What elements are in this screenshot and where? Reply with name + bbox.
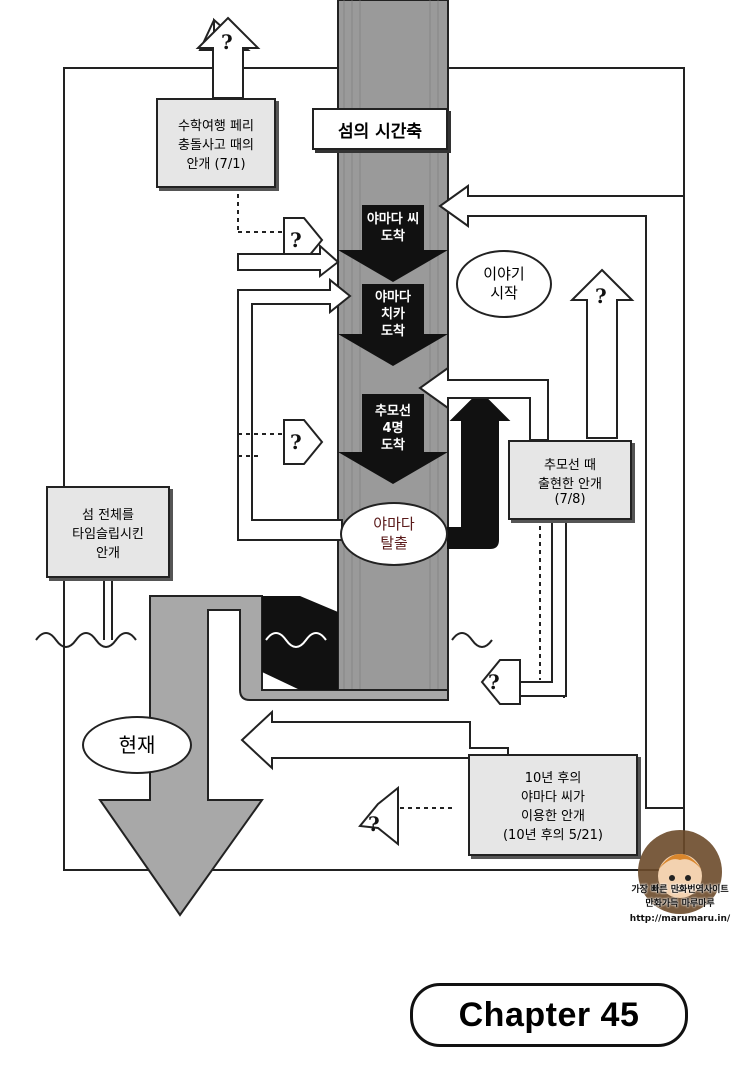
mascot-logo [638,830,722,914]
present-label: 현재 [118,732,156,757]
arrival-arrow-1 [338,205,448,282]
arrival-label-1-line2: 도착 [381,228,405,244]
question-mark-bottom: ? [368,812,380,836]
watermark-line2: 만화가득 마루마루 [645,899,715,909]
box-school-trip-line2: 충돌사고 때의 [178,137,254,153]
question-mark-route-2: ? [290,430,302,454]
story-start-ellipse: 이야기 시작 [456,250,552,318]
arrival-label-1-line1: 야마다 씨 [366,212,420,227]
arrival-label-2-line3: 도착 [381,323,405,339]
box-ten-years-fog: 10년 후의 야마다 씨가 이용한 안개 (10년 후의 5/21) [468,754,638,856]
site-watermark: 가장 빠른 만화번역사이트 만화가득 마루마루 http://marumaru.… [610,830,750,950]
box-ten-years-line1: 10년 후의 [524,771,582,786]
escape-line2: 탈출 [380,534,408,552]
arrival-label-2: 야마다 치카 도착 [356,290,430,341]
present-ellipse: 현재 [82,716,192,774]
escape-arrow [447,390,511,549]
box-memorial-line1: 추모선 때 [544,457,596,473]
question-mark-right-up: ? [595,284,607,308]
story-start-line1: 이야기 [483,265,525,284]
time-slip-wave-left [35,632,137,648]
box-timeslip-line1: 섬 전체를 [82,507,134,523]
box-island-timeslip-fog: 섬 전체를 타임슬립시킨 안개 [46,486,170,578]
arrival-label-1: 야마다 씨 도착 [356,212,430,246]
box-memorial-line3: (7/8) [554,491,586,507]
box-timeslip-line2: 타임슬립시킨 [72,526,144,542]
arrival-arrow-2 [338,284,448,366]
present-ribbon [98,595,449,917]
box-school-trip-line1: 수학여행 페리 [178,118,254,134]
escape-line1: 야마다 [373,515,415,534]
white-route-arrows [198,17,685,809]
box-ten-years-line2: 야마다 씨가 [521,790,585,805]
story-start-line2: 시작 [490,284,518,302]
question-mark-right-left: ? [488,670,500,694]
watermark-url[interactable]: http://marumaru.in/ [629,914,731,924]
question-mark-route-1: ? [290,228,302,252]
arrival-label-3-line3: 도착 [381,437,405,453]
question-mark-top: ? [221,30,233,54]
arrival-arrow-3 [338,394,448,484]
arrival-label-2-line2: 치카 [381,306,405,322]
box-memorial-line2: 출현한 안개 [538,476,602,492]
box-school-trip-line3: 안개 (7/1) [186,156,246,172]
up-arrow-right [569,268,635,439]
arrival-label-2-line1: 야마다 [375,290,411,305]
box-ten-years-line4: (10년 후의 5/21) [502,828,604,843]
time-slip-wave-right [451,632,493,648]
escape-ellipse: 야마다 탈출 [340,502,448,566]
arrival-label-3-line2: 4명 [382,420,404,436]
arrival-label-3-line1: 추모선 [375,404,411,419]
time-slip-wave-mid [265,632,327,648]
time-axis-title: 섬의 시간축 [312,108,448,150]
watermark-line1: 가장 빠른 만화번역사이트 [631,885,729,895]
arrival-label-3: 추모선 4명 도착 [356,404,430,455]
chapter-title: Chapter 45 [410,983,688,1047]
box-school-trip-fog: 수학여행 페리 충돌사고 때의 안개 (7/1) [156,98,276,188]
box-memorial-ship-fog: 추모선 때 출현한 안개 (7/8) [508,440,632,520]
box-ten-years-line3: 이용한 안개 [521,809,585,824]
dark-ribbon-fold [262,596,338,690]
box-timeslip-line3: 안개 [96,545,120,561]
